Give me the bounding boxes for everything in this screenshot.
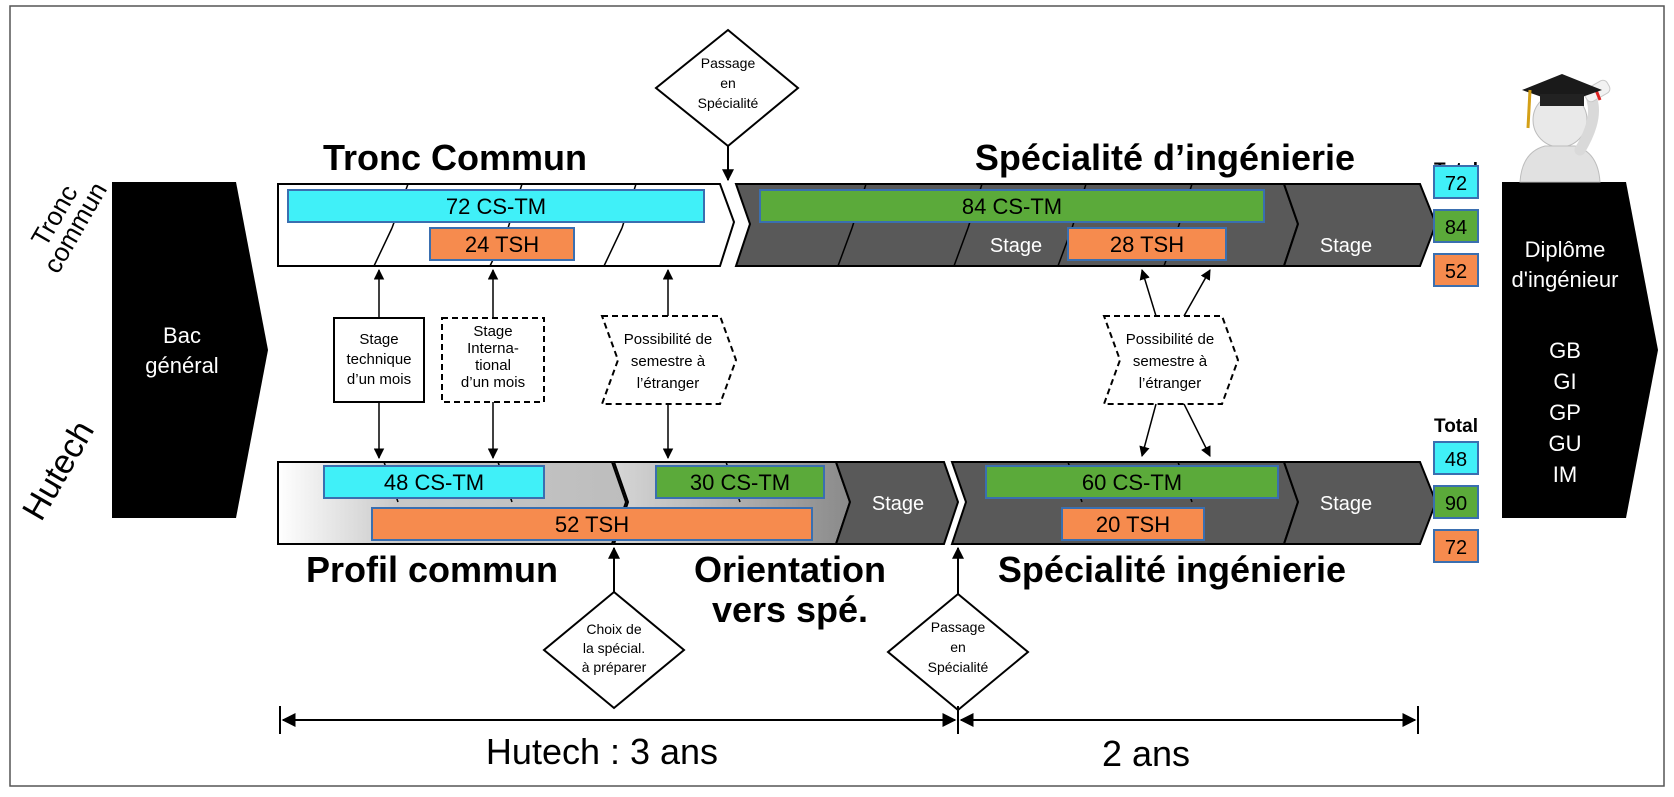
row-label-tronc: Tronccommun (16, 165, 113, 278)
totals-bottom: 48 90 72 (1433, 441, 1479, 563)
bottom-cs-bar-right (985, 465, 1279, 499)
specialty-gu: GU (1549, 431, 1582, 456)
total-top-value-0: 72 (1445, 173, 1467, 195)
bottom-cs-bar-mid (655, 465, 825, 499)
top-stage-1: Stage (990, 235, 1042, 257)
abroad-box-2 (1102, 315, 1240, 405)
top-spec-arrow-2 (1282, 183, 1438, 267)
top-cs-label-left: 72 CS-TM (446, 194, 546, 219)
specialty-im: IM (1553, 462, 1577, 487)
total-bottom-value-1: 90 (1445, 493, 1467, 515)
total-bottom-box-0 (1433, 441, 1479, 475)
total-top-value-1: 84 (1445, 217, 1467, 239)
bottom-cs-label-mid: 30 CS-TM (690, 470, 790, 495)
top-stage-2: Stage (1320, 235, 1372, 257)
total-top-box-1 (1433, 209, 1479, 243)
timeline-left-label: Hutech : 3 ans (486, 731, 718, 772)
total-top-box-2 (1433, 253, 1479, 287)
specialty-list: GB GI GP GU IM (1549, 338, 1582, 487)
total-bottom-box-2 (1433, 529, 1479, 563)
specialty-gb: GB (1549, 338, 1581, 363)
bottom-stage-2: Stage (1320, 493, 1372, 515)
top-tsh-bar-right (1067, 227, 1227, 261)
top-tsh-label-right: 28 TSH (1110, 232, 1184, 257)
decision-bottom-choice (542, 590, 686, 710)
bottom-cs-label-right: 60 CS-TM (1082, 470, 1182, 495)
total-bottom-value-2: 72 (1445, 537, 1467, 559)
specialty-gi: GI (1553, 369, 1576, 394)
total-bottom-value-0: 48 (1445, 449, 1467, 471)
stage-technique-box (333, 317, 425, 403)
total-bottom-label: Total (1434, 416, 1478, 437)
top-title-right: Spécialité d’ingénierie (975, 137, 1355, 178)
timeline-right-label: 2 ans (1102, 733, 1190, 774)
bottom-tsh-bar-right (1061, 507, 1205, 541)
bottom-tsh-label-left: 52 TSH (555, 512, 629, 537)
abroad-box-1 (600, 315, 738, 405)
top-cs-label-right: 84 CS-TM (962, 194, 1062, 219)
bottom-tsh-bar-left (371, 507, 813, 541)
total-top-value-2: 52 (1445, 261, 1467, 283)
bottom-orient-stage (834, 461, 960, 545)
total-bottom-box-1 (1433, 485, 1479, 519)
graduate-icon (1519, 74, 1611, 183)
bottom-cs-bar-left (323, 465, 545, 499)
top-cs-bar-right (759, 189, 1265, 223)
frame-border (9, 5, 1665, 787)
top-cs-bar-left (287, 189, 705, 223)
diploma-block (1502, 182, 1658, 518)
bottom-title-left: Profil commun (306, 549, 558, 590)
bottom-cs-label-left: 48 CS-TM (384, 470, 484, 495)
bottom-title-right: Spécialité ingénierie (998, 549, 1346, 590)
row-label-hutech: Hutech (15, 414, 102, 526)
bottom-spec-stage (1282, 461, 1438, 545)
total-top-box-0 (1433, 165, 1479, 199)
bac-block (112, 182, 268, 518)
totals-top: 72 84 52 (1433, 165, 1479, 287)
top-title-left: Tronc Commun (323, 137, 587, 178)
specialty-gp: GP (1549, 400, 1581, 425)
bottom-stage-1: Stage (872, 493, 924, 515)
top-tsh-bar-left (429, 227, 575, 261)
bottom-tsh-label-right: 20 TSH (1096, 512, 1170, 537)
top-tsh-label-left: 24 TSH (465, 232, 539, 257)
